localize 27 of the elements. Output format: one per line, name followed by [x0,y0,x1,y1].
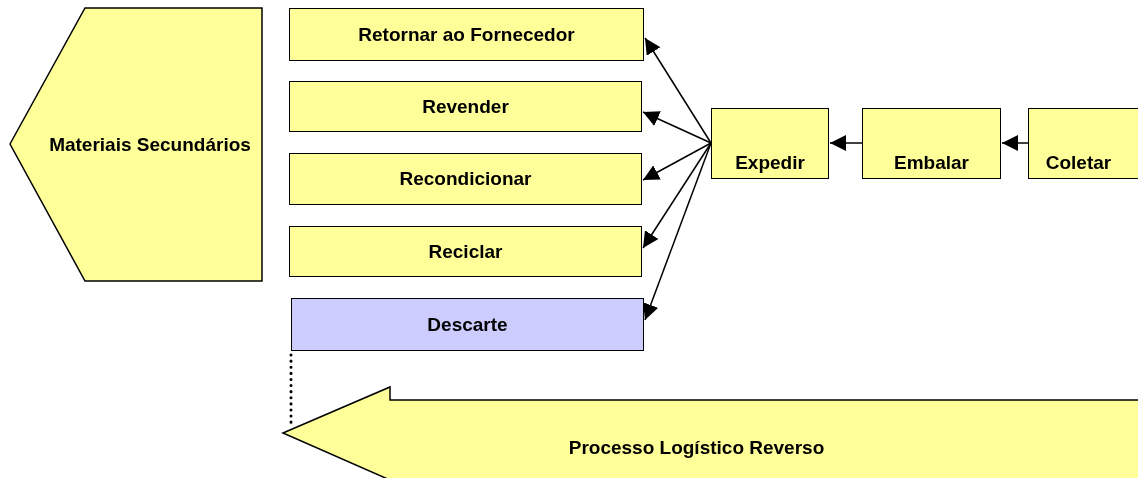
node-label: Embalar [894,152,969,174]
arrow [642,142,712,249]
process-box [289,8,644,61]
node-label: Reciclar [428,240,503,263]
process-box [862,108,1001,179]
process-box [711,108,829,179]
arrow [642,111,712,144]
node-label: Coletar [1045,152,1112,174]
node-label: Recondicionar [399,168,532,190]
arrow [642,142,712,181]
process-box [289,153,642,205]
arrow [1001,135,1029,151]
node-label: Expedir [735,152,805,174]
block-arrow [283,387,1138,478]
process-box [1028,108,1138,179]
arrow [644,37,712,144]
node-label: Processo Logístico Reverso [568,437,825,459]
node-label: Revender [422,95,509,118]
pentagon-shape [10,8,262,281]
process-box [291,298,644,351]
process-box [289,226,642,277]
node-label: Descarte [427,313,508,336]
node-label: Retornar ao Fornecedor [358,23,575,46]
arrow [829,135,863,151]
node-label: Materiais Secundários [49,133,251,156]
dotted-line [289,353,293,427]
process-box [289,81,642,132]
